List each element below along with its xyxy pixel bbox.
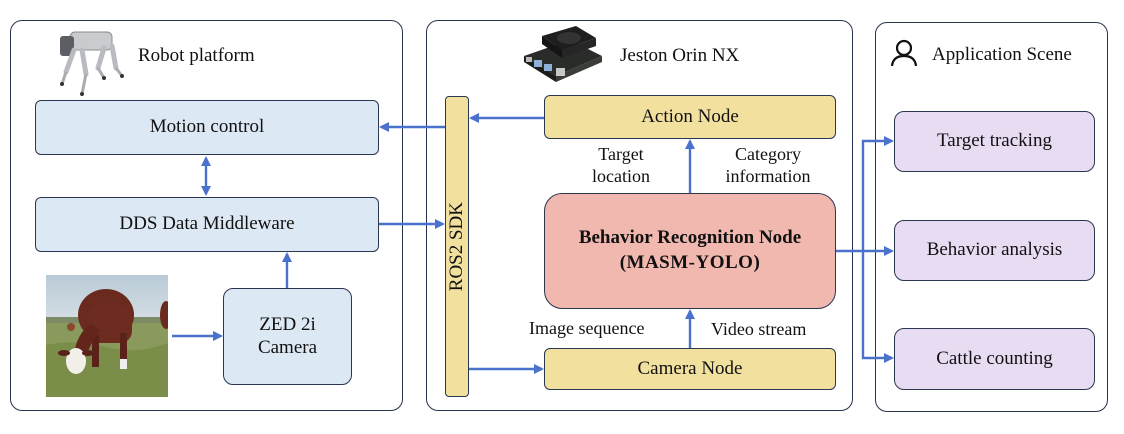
jetson-board-icon [520, 22, 604, 84]
behavior-analysis-label: Behavior analysis [926, 239, 1063, 261]
category-information-line2: information [725, 165, 811, 186]
category-information-label: Category information [712, 144, 824, 187]
video-stream-label: Video stream [711, 319, 807, 339]
behavior-analysis-box: Behavior analysis [894, 220, 1095, 281]
image-sequence-label: Image sequence [529, 318, 645, 338]
cattle-counting-box: Cattle counting [894, 328, 1095, 390]
target-tracking-box: Target tracking [894, 111, 1095, 172]
dds-middleware-box: DDS Data Middleware [35, 197, 379, 252]
target-tracking-label: Target tracking [937, 130, 1052, 152]
camera-node-label: Camera Node [637, 357, 743, 379]
zed-camera-label-line2: Camera [257, 336, 318, 358]
dds-middleware-label: DDS Data Middleware [119, 213, 295, 235]
target-location-label: Target location [566, 144, 676, 187]
behavior-recognition-node-box: Behavior Recognition Node (MASM-YOLO) [544, 193, 836, 309]
behavior-recognition-node-label: Behavior Recognition Node [578, 227, 802, 249]
motion-control-label: Motion control [149, 116, 265, 138]
grazing-cattle-photo [46, 275, 168, 397]
motion-control-box: Motion control [35, 100, 379, 155]
zed-camera-box: ZED 2i Camera [223, 288, 352, 385]
action-node-box: Action Node [544, 95, 836, 139]
ros2-sdk-box: ROS2 SDK [445, 96, 469, 397]
jetson-orin-title: Jeston Orin NX [620, 45, 740, 66]
quadruped-robot-icon [52, 26, 128, 96]
user-icon [890, 38, 920, 68]
category-information-line1: Category [735, 144, 801, 164]
target-location-line1: Target [598, 144, 644, 164]
target-location-line2: location [592, 165, 650, 186]
cattle-counting-label: Cattle counting [936, 347, 1053, 369]
camera-node-box: Camera Node [544, 348, 836, 390]
zed-camera-label-line1: ZED 2i [259, 313, 316, 335]
action-node-label: Action Node [641, 105, 739, 127]
robot-platform-title: Robot platform [138, 45, 255, 66]
masm-yolo-label: (MASM-YOLO) [619, 252, 761, 273]
application-scene-title: Application Scene [932, 44, 1072, 65]
ros2-sdk-label: ROS2 SDK [445, 201, 467, 292]
